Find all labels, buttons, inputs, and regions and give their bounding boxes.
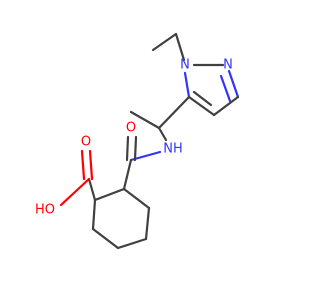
carbonyl-ring-bond xyxy=(122,158,133,191)
cyclohexane-c1-c2-bond xyxy=(93,187,126,202)
carbonyl-o-double xyxy=(133,135,138,162)
cyclohexane-c5-c6-bond xyxy=(144,206,151,241)
ring-n1-label: N xyxy=(180,58,190,73)
cyclohexane-c6-c1-bond xyxy=(122,187,151,210)
cyclohexane-c3-c4-bond xyxy=(91,227,120,250)
pyrazole-n2-c3-double-bond xyxy=(219,74,232,103)
pyrazole-c4-c5-bond xyxy=(187,95,216,117)
amide-o-label: O xyxy=(126,121,136,136)
carbonyl-o-single xyxy=(125,135,130,162)
pyrazole-c5-n1-bond xyxy=(183,71,191,99)
chiral-nh-bond xyxy=(157,126,168,142)
acid-oh-label: HO xyxy=(35,203,55,218)
amide-nh-label: NH xyxy=(163,142,183,157)
cyclohexane-c4-c5-bond xyxy=(116,237,148,250)
molecule-diagram: N N NH O O HO xyxy=(35,32,240,250)
ethyl-ch2-bond xyxy=(174,32,186,62)
cyclohexane-c2-c3-bond xyxy=(91,198,97,231)
ethyl-ch3-bond xyxy=(151,32,178,52)
ring-carboxyl-bond xyxy=(87,177,97,202)
chiral-methyl-bond xyxy=(129,110,161,130)
pyrazole-chiral-bond xyxy=(157,95,191,130)
pyrazole-c4-c5-double-bond xyxy=(192,90,213,107)
carboxyl-o-single xyxy=(80,149,86,181)
acid-o-label: O xyxy=(81,135,91,150)
ring-n2-label: N xyxy=(223,58,233,73)
pyrazole-c3-c4-bond xyxy=(212,95,240,117)
carboxyl-o-double xyxy=(88,149,94,181)
carboxyl-oh-bond xyxy=(59,177,91,207)
pyrazole-n2-c3-bond xyxy=(227,69,240,99)
